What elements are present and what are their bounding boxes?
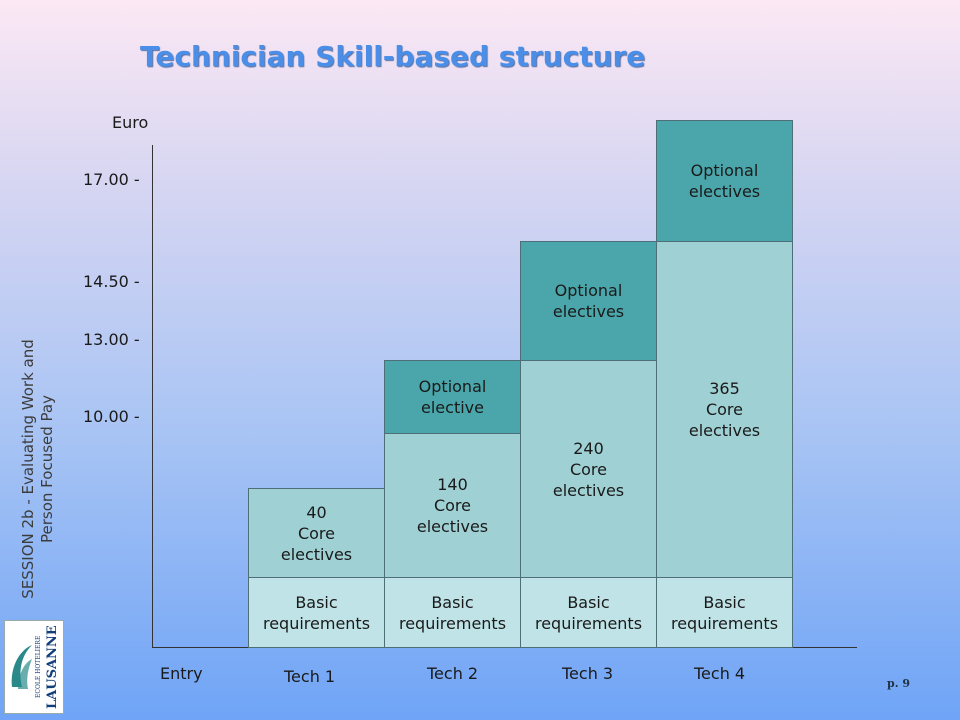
session-line-1: SESSION 2b - Evaluating Work and: [19, 339, 37, 599]
x-label-entry: Entry: [160, 664, 203, 683]
session-line-2: Person Focused Pay: [38, 395, 56, 543]
logo-big-text: LAUSANNE: [45, 625, 60, 709]
x-label-tech3: Tech 3: [562, 664, 614, 683]
x-label-tech4: Tech 4: [694, 664, 746, 683]
x-label-tech1: Tech 1: [284, 667, 336, 686]
x-label-tech2: Tech 2: [427, 664, 479, 683]
y-axis-unit: Euro: [112, 113, 149, 132]
y-tick-10: 10.00 -: [83, 407, 140, 426]
y-axis-line: [152, 145, 153, 648]
logo-swirl-icon: [11, 645, 32, 689]
page-title: Technician Skill-based structure: [140, 40, 646, 73]
page-number: p. 9: [887, 677, 911, 690]
y-tick-13: 13.00 -: [83, 330, 140, 349]
y-tick-17: 17.00 -: [83, 170, 140, 189]
school-logo: ECOLE HOTELIERE LAUSANNE: [4, 620, 64, 714]
session-sidebar-text: SESSION 2b - Evaluating Work and Person …: [19, 299, 57, 639]
y-tick-14-50: 14.50 -: [83, 272, 140, 291]
